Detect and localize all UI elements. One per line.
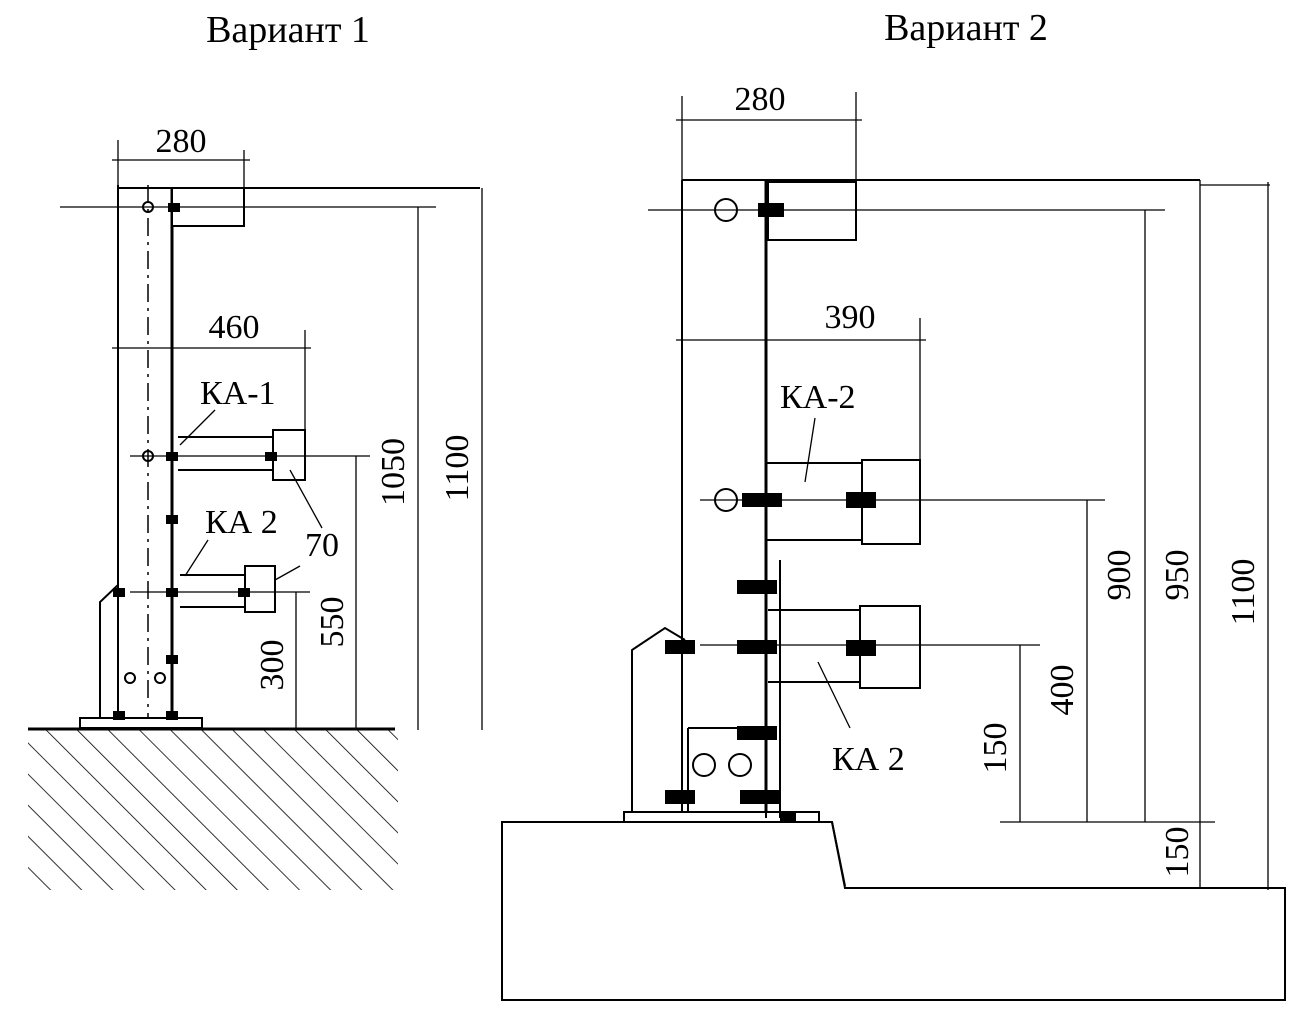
label-ka1: КА-1 <box>200 375 276 412</box>
dim-400-v2: 400 <box>1044 665 1081 716</box>
dim-280-v2: 280 <box>735 81 786 118</box>
dim-1050-v1: 1050 <box>375 438 412 506</box>
dim-280-v1: 280 <box>156 123 207 160</box>
dim-1100-v2: 1100 <box>1225 559 1262 626</box>
label-ka2-v1: КА 2 <box>205 504 278 541</box>
dim-1100-v1: 1100 <box>439 435 476 502</box>
label-ka2-top: КА-2 <box>780 379 856 416</box>
dim-300-v1: 300 <box>254 640 291 691</box>
dim-460-v1: 460 <box>209 309 260 346</box>
title-variant-2: Вариант 2 <box>884 7 1048 49</box>
variant-1-drawing: 280 460 300 550 1050 1100 КА-1 КА 2 70 <box>28 123 483 890</box>
dim-550-v1: 550 <box>314 597 351 648</box>
dim-900-v2: 900 <box>1101 550 1138 601</box>
ground-hatch <box>28 730 398 890</box>
dim-150b-v2: 150 <box>1159 827 1196 878</box>
variant-2-drawing: 280 390 150 400 900 950 1100 150 КА-2 КА… <box>501 81 1286 1001</box>
dim-390-v2: 390 <box>825 299 876 336</box>
dim-70-v1: 70 <box>305 527 339 564</box>
dim-150-v2: 150 <box>977 723 1014 774</box>
label-ka2-bottom: КА 2 <box>832 741 905 778</box>
dim-950-v2: 950 <box>1159 550 1196 601</box>
title-variant-1: Вариант 1 <box>206 9 370 51</box>
